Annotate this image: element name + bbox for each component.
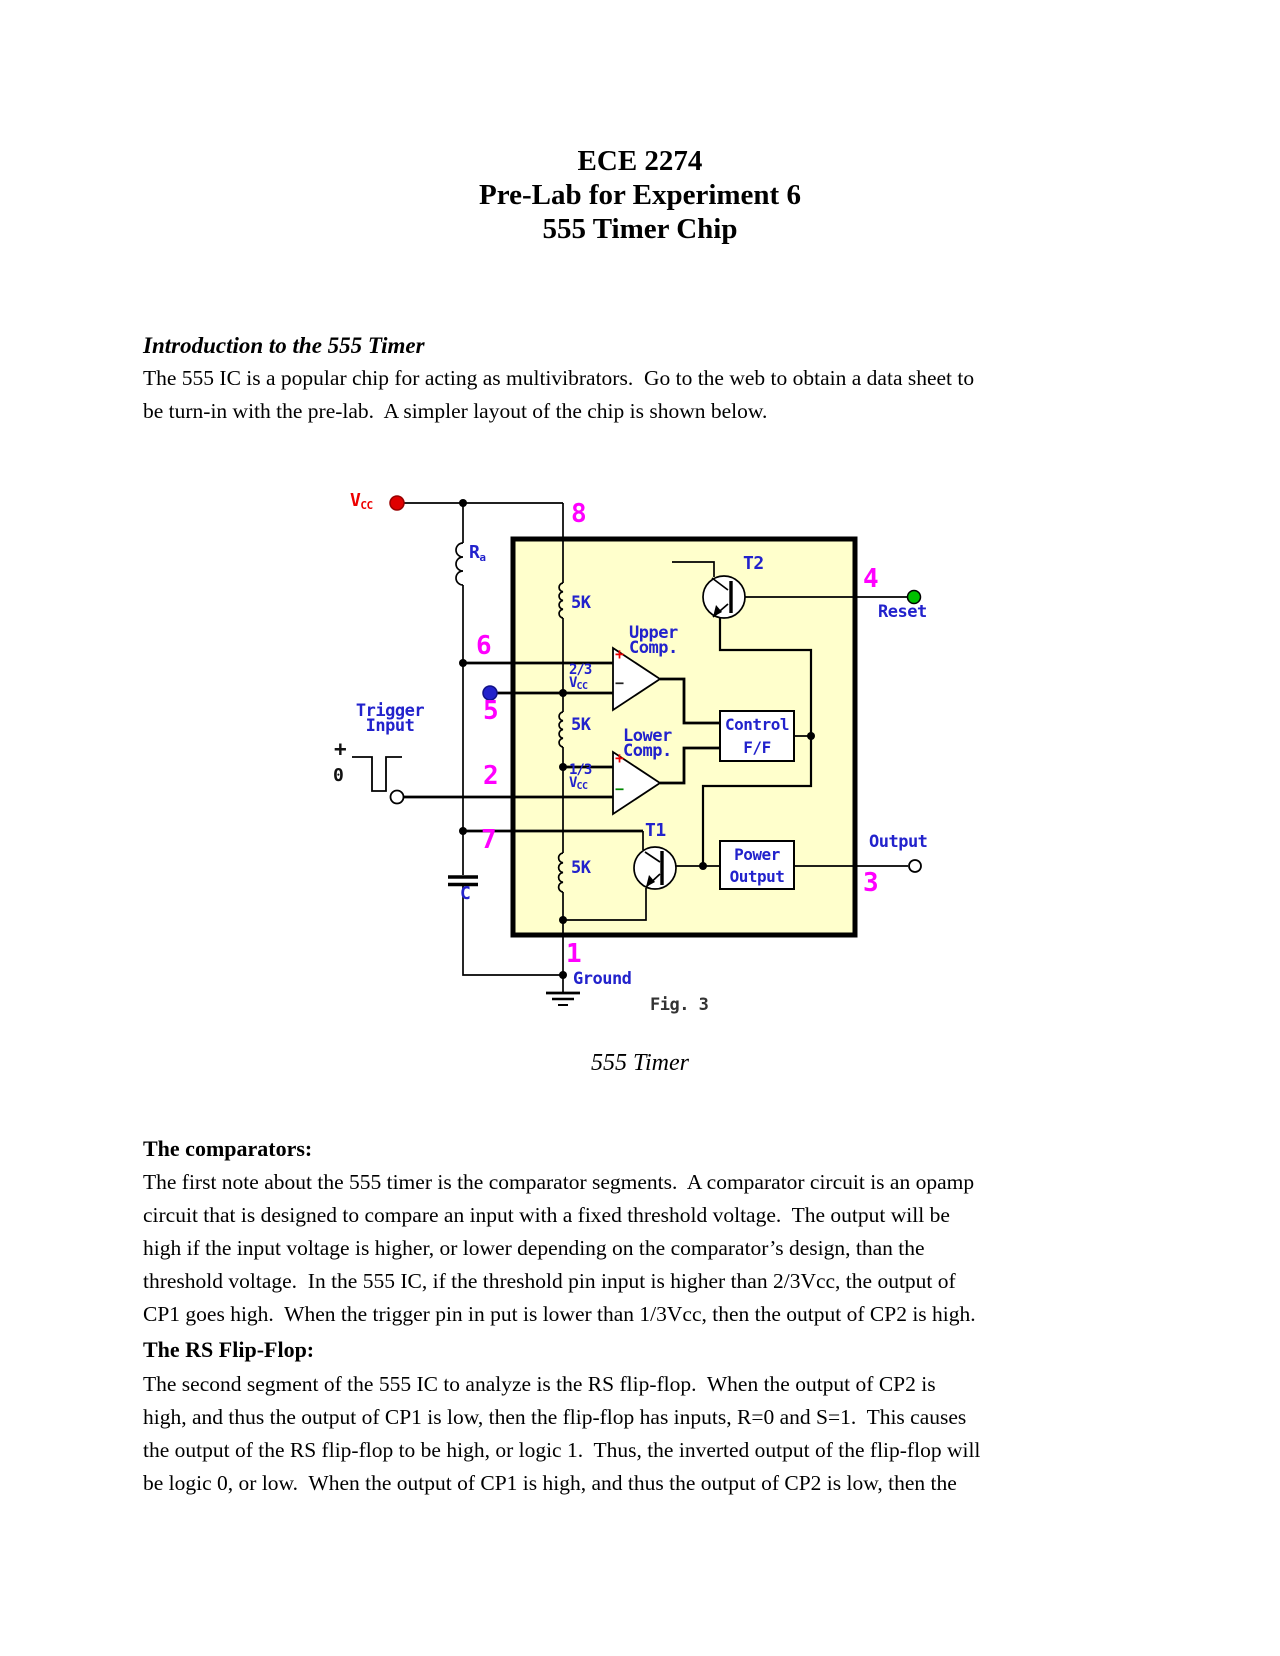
reset-label: Reset [878,602,927,622]
power-output-block: Power Output [719,840,795,890]
pin-7-label: 7 [481,825,497,855]
pin-2-label: 2 [483,761,499,791]
transistor-t2 [702,575,746,619]
resistor-5k-bottom-label: 5K [571,858,591,878]
resistor-5k-top [558,582,564,619]
pin-3-label: 3 [863,868,879,898]
lower-comp-label: Lower Comp. [623,726,672,761]
output-label: Output [869,832,928,852]
resistor-5k-mid-label: 5K [571,715,591,735]
wires-routing [701,616,813,866]
resistor-5k-top-label: 5K [571,593,591,613]
pin-8-label: 8 [571,499,587,529]
title-line-1: ECE 2274 [577,145,703,177]
transistor-t1 [633,846,677,890]
control-flipflop-block: Control F/F [719,710,795,762]
intro-heading: Introduction to the 555 Timer [143,333,425,358]
lower-comp-minus-sign: − [615,780,625,798]
reset-terminal [906,589,922,605]
pin-6-label: 6 [476,631,492,661]
upper-comp-plus-sign: + [615,645,625,663]
resistor-ra [455,542,464,586]
schematic-drawing [352,495,922,1006]
wires-thin [397,502,908,992]
upper-comparator [612,646,662,712]
wires-thick [404,661,719,833]
comparators-heading: The comparators: [143,1136,313,1161]
document-title: ECE 2274 Pre-Lab for Experiment 6 555 Ti… [0,144,1280,246]
figure-caption: 555 Timer [590,1050,689,1076]
pin-5-label: 5 [483,696,499,726]
trigger-pulse-waveform [352,756,402,792]
trigger-low-level-label: 0 [333,765,344,786]
ground-symbol [546,991,580,1006]
pin-1-label: 1 [566,939,582,969]
vcc-label: VCC [350,490,373,513]
ground-label: Ground [573,969,632,989]
capacitor-c-label: C [460,883,471,904]
pin5-terminal [482,685,498,701]
fig-number-label: Fig. 3 [650,995,709,1015]
pin-4-label: 4 [863,564,879,594]
trigger-terminal [389,789,405,805]
rs-flipflop-paragraph: The second segment of the 555 IC to anal… [143,1372,981,1495]
t1-label: T1 [645,820,666,841]
lower-comp-plus-sign: + [615,749,625,767]
title-line-2: Pre-Lab for Experiment 6 [479,179,801,211]
resistor-5k-mid [558,711,564,748]
chip-body [510,536,858,938]
capacitor-c [448,875,478,887]
vcc-terminal [389,495,405,511]
trigger-high-level-label: + [334,737,347,761]
trigger-input-label: Trigger Input [355,701,425,736]
upper-comp-minus-sign: − [615,674,625,692]
output-terminal [908,859,922,873]
comparators-paragraph: The first note about the 555 timer is th… [143,1170,976,1326]
intro-paragraph: The 555 IC is a popular chip for acting … [143,366,975,423]
junction-dots [459,499,815,979]
ra-label: Ra [469,542,486,565]
upper-comp-label: Upper Comp. [629,623,678,658]
rs-flipflop-heading: The RS Flip-Flop: [143,1337,315,1362]
title-line-3: 555 Timer Chip [542,213,738,245]
circuit-figure: VCC 8 Ra 5K T2 4 Reset 6 Upper Comp. 2/3… [300,450,960,1045]
t2-label: T2 [743,553,764,574]
resistor-5k-bottom [557,852,564,893]
lower-comparator [612,750,662,816]
